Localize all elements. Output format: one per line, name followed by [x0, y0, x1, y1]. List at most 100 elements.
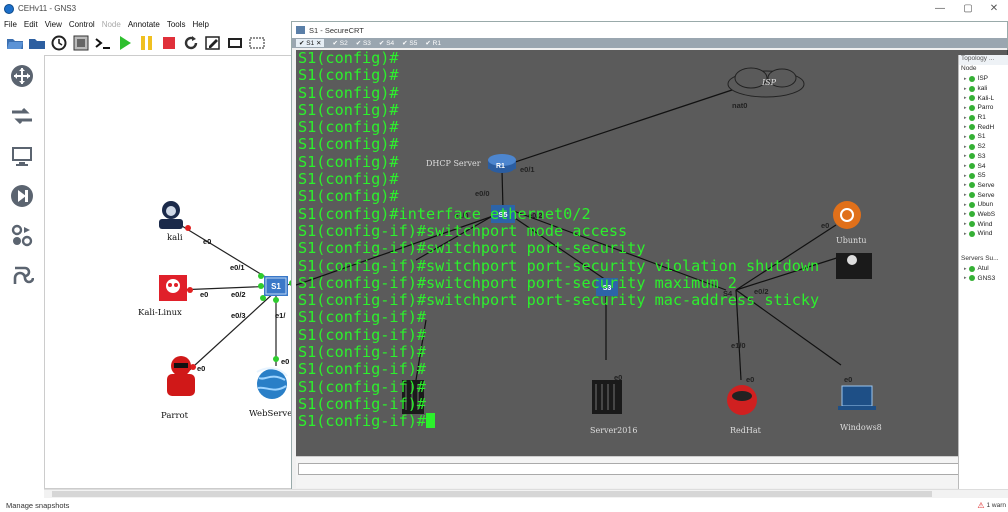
menu-node[interactable]: Node — [101, 19, 121, 29]
attacker-node-icon — [836, 253, 872, 279]
menu-annotate[interactable]: Annotate — [127, 19, 160, 29]
menu-control[interactable]: Control — [68, 19, 95, 29]
node-label-s1: S1 — [271, 282, 281, 291]
servers-summary-title: Servers Su... — [961, 254, 999, 262]
tab-r1[interactable]: ✔ R1 — [425, 40, 441, 47]
add-link-icon[interactable] — [9, 263, 35, 289]
terminal-line: S1(config)# — [298, 187, 399, 206]
rectangle-icon[interactable] — [226, 34, 244, 52]
snapshot-icon[interactable] — [72, 34, 90, 52]
topology-node-item[interactable]: ▸Wind — [959, 229, 1008, 239]
browse-all-devices-icon[interactable] — [9, 63, 35, 89]
expand-caret-icon[interactable]: ▸ — [964, 172, 967, 179]
tab-s5[interactable]: ✔ S5 — [402, 40, 418, 47]
menu-edit[interactable]: Edit — [23, 19, 38, 29]
expand-caret-icon[interactable]: ▸ — [964, 133, 967, 140]
tab-s1[interactable]: ✔ S1 ✕ — [296, 39, 325, 47]
security-devices-icon[interactable] — [9, 183, 35, 209]
isp-cloud-icon — [727, 67, 805, 98]
expand-caret-icon[interactable]: ▸ — [964, 124, 967, 131]
port-label-kali-e0: e0 — [203, 237, 211, 246]
expand-caret-icon[interactable]: ▸ — [964, 104, 967, 111]
node-item-label: Parro — [977, 104, 994, 112]
menu-file[interactable]: File — [4, 19, 17, 29]
topology-node-item[interactable]: ▸kali — [959, 84, 1008, 94]
expand-caret-icon[interactable]: ▸ — [964, 85, 967, 92]
command-window-input[interactable] — [298, 463, 998, 475]
menu-view[interactable]: View — [44, 19, 62, 29]
expand-caret-icon[interactable]: ▸ — [964, 153, 967, 160]
topology-node-item[interactable]: ▸ Parro — [959, 103, 1008, 113]
topology-node-item[interactable]: ▸S5 — [959, 171, 1008, 181]
reload-icon[interactable] — [182, 34, 200, 52]
node-label-s3: S3 — [603, 285, 612, 292]
expand-caret-icon[interactable]: ▸ — [964, 95, 967, 102]
server-item[interactable]: ▸GNS3 — [959, 273, 1008, 283]
expand-caret-icon[interactable]: ▸ — [964, 163, 967, 170]
folder-icon[interactable] — [28, 34, 46, 52]
pause-icon[interactable] — [138, 34, 156, 52]
expand-caret-icon[interactable]: ▸ — [964, 143, 967, 150]
expand-caret-icon[interactable]: ▸ — [964, 192, 967, 199]
tab-s2[interactable]: ✔ S2 — [332, 40, 348, 47]
link-dot-s1-e03 — [260, 295, 266, 301]
edit-icon[interactable] — [204, 34, 222, 52]
topology-node-item[interactable]: ▸Kali-L — [959, 93, 1008, 103]
topology-node-item[interactable]: ▸S2 — [959, 142, 1008, 152]
terminal-line: S1(config-if)# — [298, 325, 427, 344]
expand-caret-icon[interactable]: ▸ — [964, 182, 967, 189]
minimize-button[interactable]: — — [935, 3, 945, 14]
close-button[interactable]: ✕ — [989, 3, 999, 14]
terminal-prompt-line[interactable]: S1(config-if)# — [298, 413, 819, 430]
menu-help[interactable]: Help — [192, 19, 209, 29]
topology-node-item[interactable]: ▸Serve — [959, 190, 1008, 200]
ellipse-icon[interactable] — [248, 34, 266, 52]
node-status-icon — [968, 85, 975, 92]
topology-node-item[interactable]: ▸S1 — [959, 132, 1008, 142]
background-topology: ISP nat0 DHCP Server R1 e0/1 e0/0 S5 e1/… — [296, 67, 882, 435]
clock-icon[interactable] — [50, 34, 68, 52]
kali-linux-node-icon — [159, 275, 187, 301]
topology-node-item[interactable]: ▸S3 — [959, 152, 1008, 162]
topology-node-item[interactable]: ▸Serve — [959, 181, 1008, 191]
expand-caret-icon[interactable]: ▸ — [964, 221, 967, 228]
terminal-line: S1(config-if)# — [298, 377, 427, 396]
expand-caret-icon[interactable]: ▸ — [964, 114, 967, 121]
topology-node-item[interactable]: ▸ISP — [959, 74, 1008, 84]
canvas-horizontal-scrollbar[interactable] — [44, 489, 1008, 498]
expand-caret-icon[interactable]: ▸ — [964, 265, 967, 272]
menu-tools[interactable]: Tools — [166, 19, 186, 29]
topology-node-item[interactable]: ▸Wind — [959, 219, 1008, 229]
expand-caret-icon[interactable]: ▸ — [964, 275, 967, 282]
kali-node-icon — [159, 201, 183, 229]
stop-icon[interactable] — [160, 34, 178, 52]
terminal-view[interactable]: ISP nat0 DHCP Server R1 e0/1 e0/0 S5 e1/… — [296, 50, 1008, 456]
topology-node-item[interactable]: ▸WebS — [959, 210, 1008, 220]
expand-caret-icon[interactable]: ▸ — [964, 230, 967, 237]
warning-indicator[interactable]: ⚠ 1 warn — [977, 498, 1006, 512]
expand-caret-icon[interactable]: ▸ — [964, 75, 967, 82]
expand-caret-icon[interactable]: ▸ — [964, 201, 967, 208]
topology-node-item[interactable]: ▸RedH — [959, 122, 1008, 132]
routers-icon[interactable] — [9, 103, 35, 129]
status-bar: Manage snapshots ⚠ 1 warn — [0, 498, 1008, 512]
scrollbar-thumb[interactable] — [52, 491, 932, 497]
play-icon[interactable] — [116, 34, 134, 52]
end-devices-icon[interactable] — [9, 143, 35, 169]
tab-s4[interactable]: ✔ S4 — [378, 40, 395, 47]
warning-icon: ⚠ — [977, 500, 985, 510]
topology-node-item[interactable]: ▸S4 — [959, 161, 1008, 171]
console-icon[interactable] — [94, 34, 112, 52]
open-folder-icon[interactable] — [6, 34, 24, 52]
maximize-button[interactable]: ▢ — [963, 3, 973, 14]
node-label-windows8: Windows8 — [840, 423, 882, 432]
topology-node-item[interactable]: ▸R1 — [959, 113, 1008, 123]
securecrt-window[interactable]: S1 - SecureCRT ✔ S1 ✕ ✔ S2 ✔ S3 ✔ S4 ✔ S… — [291, 21, 1008, 493]
switches-icon[interactable] — [9, 223, 35, 249]
topology-node-item[interactable]: ▸Ubun — [959, 200, 1008, 210]
node-label-s4: S4 — [723, 289, 733, 298]
expand-caret-icon[interactable]: ▸ — [964, 211, 967, 218]
server-item[interactable]: ▸Atul — [959, 264, 1008, 274]
gns3-app-icon — [4, 3, 14, 14]
tab-s3[interactable]: ✔ S3 — [355, 40, 371, 47]
